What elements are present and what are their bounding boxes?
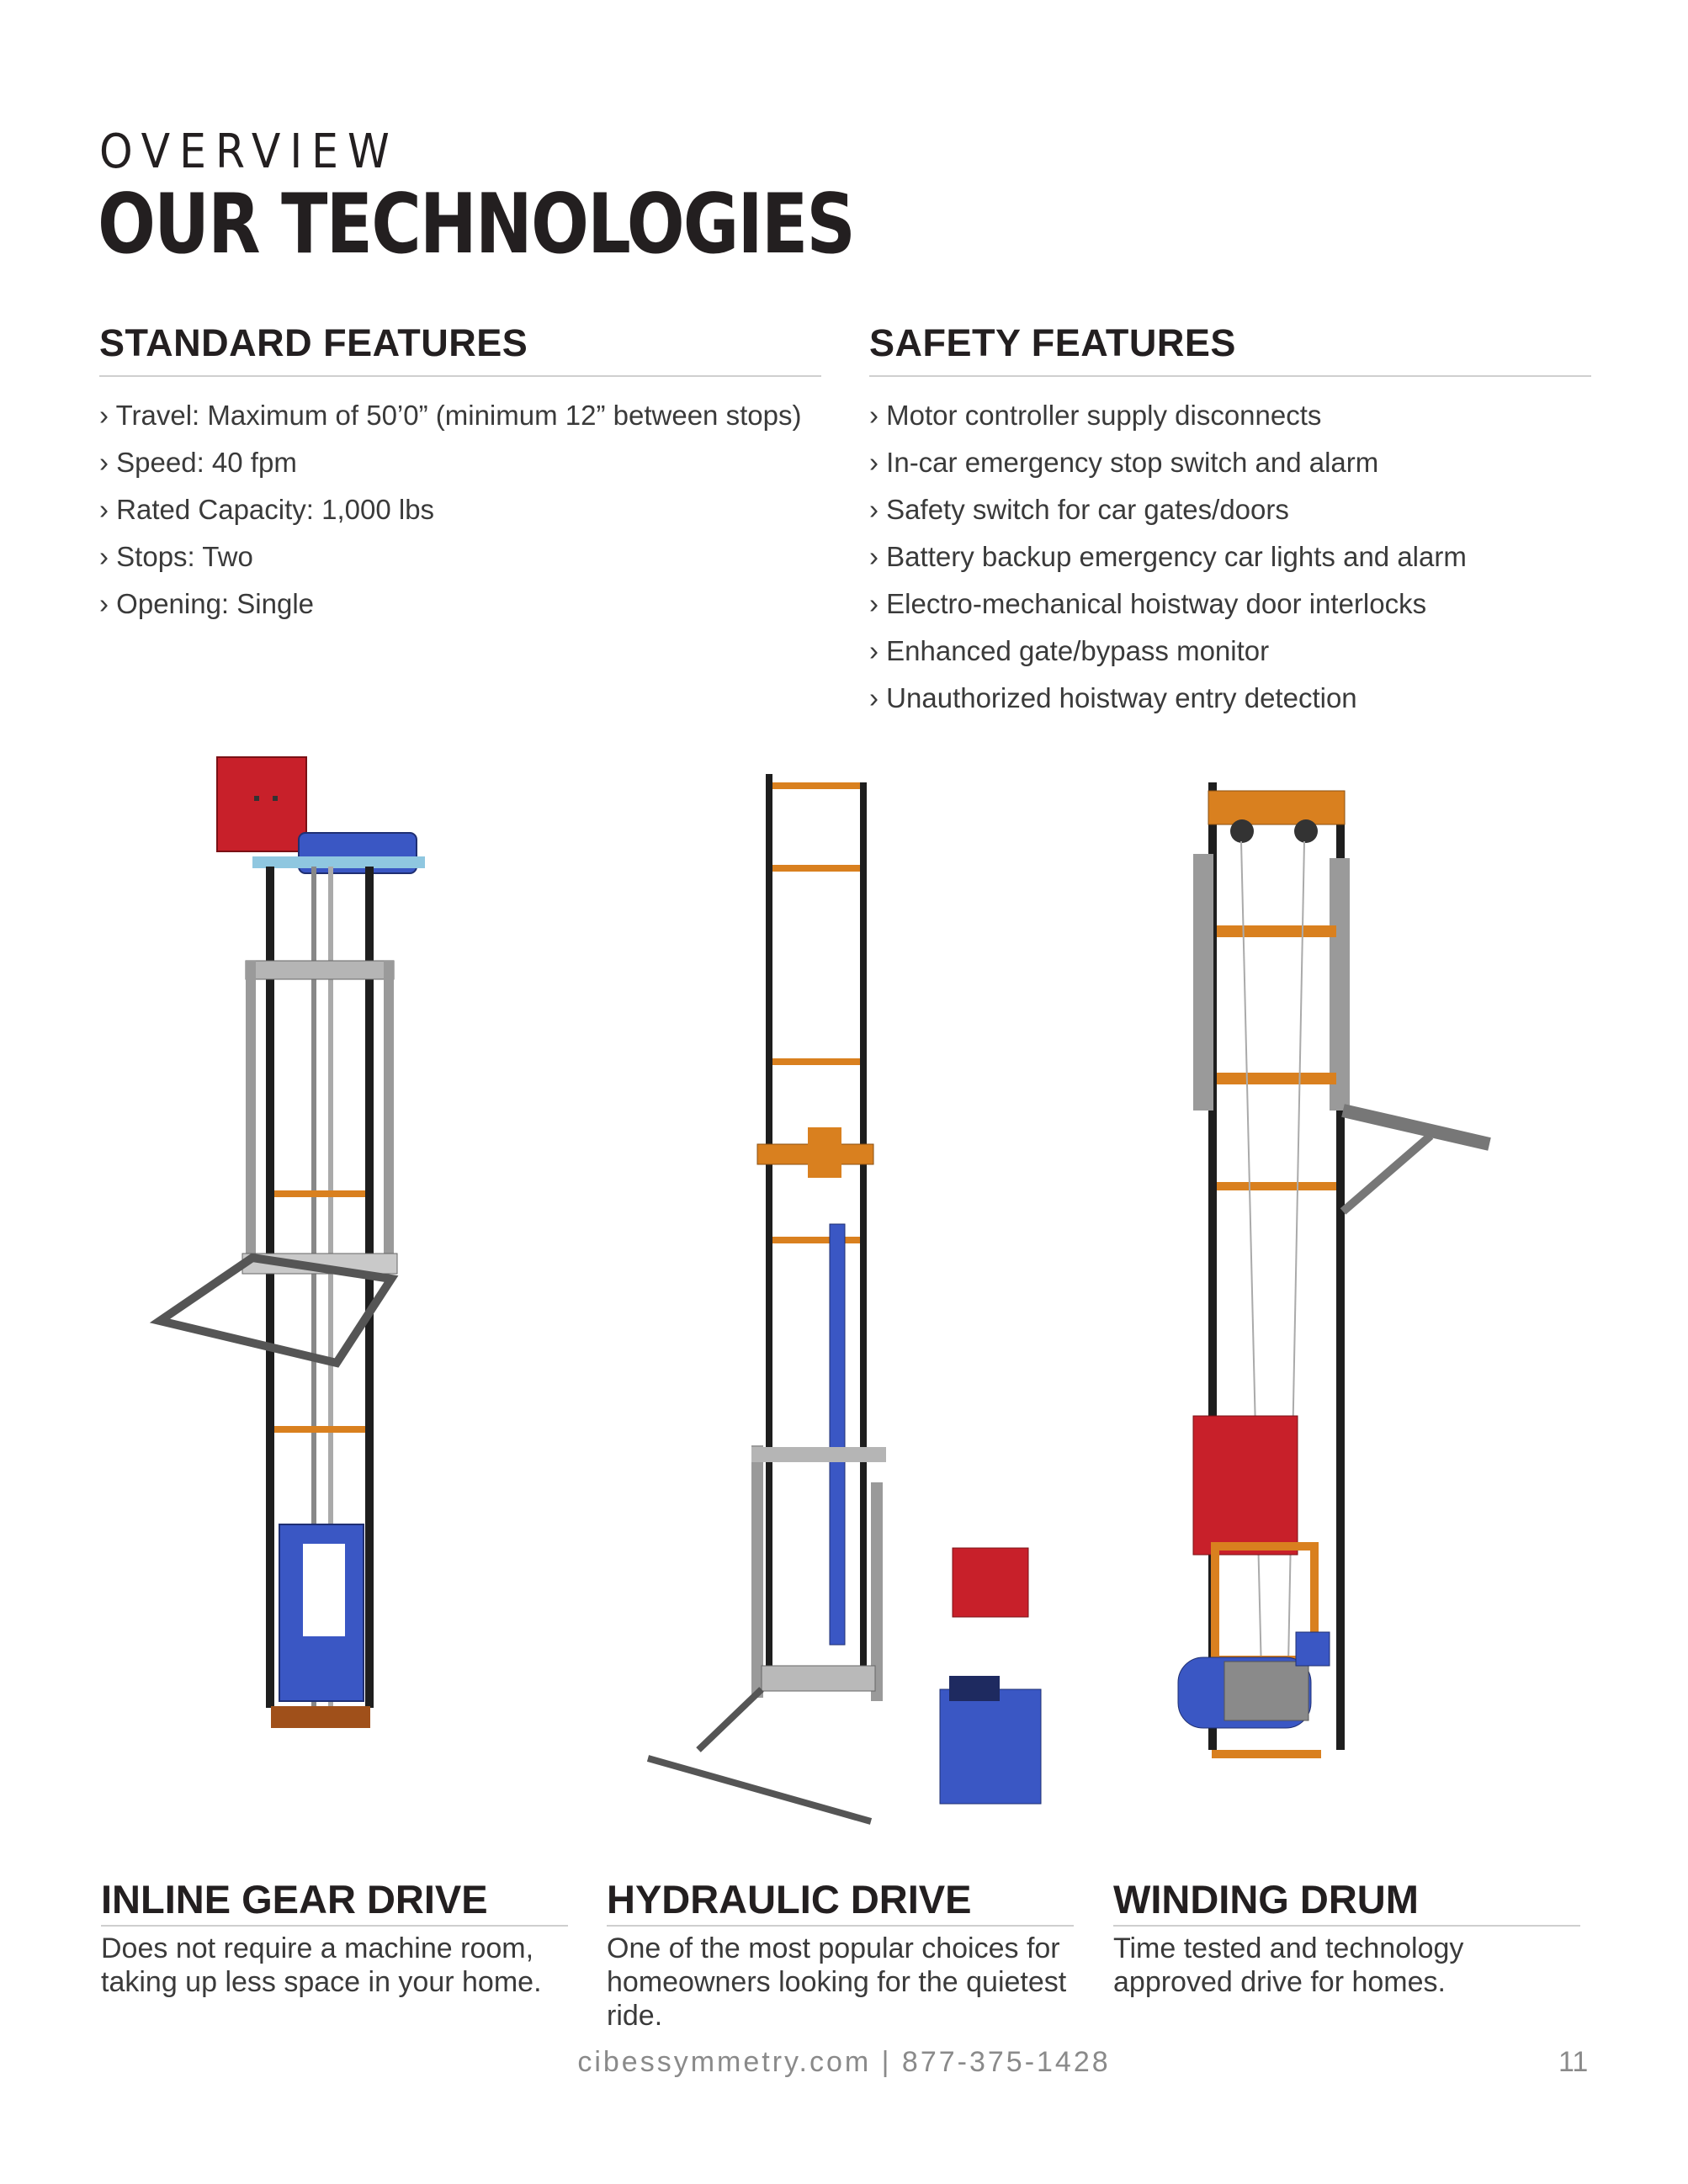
- safety-features-section: SAFETY FEATURES Motor controller supply …: [869, 321, 1591, 722]
- inline-gear-drive-illustration: [149, 756, 425, 1728]
- list-item: Rated Capacity: 1,000 lbs: [99, 486, 821, 533]
- hydraulic-drive-card: HYDRAULIC DRIVE One of the most popular …: [607, 1876, 1074, 2033]
- list-item: Unauthorized hoistway entry detection: [869, 675, 1591, 722]
- drive-title: INLINE GEAR DRIVE: [101, 1876, 568, 1927]
- drive-title: WINDING DRUM: [1113, 1876, 1580, 1927]
- list-item: In-car emergency stop switch and alarm: [869, 439, 1591, 486]
- page-title: OUR TECHNOLOGIES: [98, 177, 856, 273]
- list-item: Electro-mechanical hoistway door interlo…: [869, 580, 1591, 628]
- list-item: Enhanced gate/bypass monitor: [869, 628, 1591, 675]
- standard-features-section: STANDARD FEATURES Travel: Maximum of 50’…: [99, 321, 821, 628]
- section-kicker: OVERVIEW: [99, 125, 399, 179]
- winding-drum-illustration: [1177, 782, 1491, 1758]
- safety-features-list: Motor controller supply disconnects In-c…: [869, 392, 1591, 722]
- list-item: Stops: Two: [99, 533, 821, 580]
- hydraulic-drive-illustration: [646, 774, 1042, 1825]
- list-item: Speed: 40 fpm: [99, 439, 821, 486]
- safety-features-heading: SAFETY FEATURES: [869, 321, 1591, 377]
- drive-description: Does not require a machine room, taking …: [101, 1932, 542, 1998]
- winding-drum-card: WINDING DRUM Time tested and technology …: [1113, 1876, 1580, 1999]
- standard-features-heading: STANDARD FEATURES: [99, 321, 821, 377]
- elevator-drive-illustrations: [149, 756, 1491, 1825]
- inline-gear-drive-card: INLINE GEAR DRIVE Does not require a mac…: [101, 1876, 568, 1999]
- list-item: Travel: Maximum of 50’0” (minimum 12” be…: [99, 392, 821, 439]
- drive-title: HYDRAULIC DRIVE: [607, 1876, 1074, 1927]
- list-item: Motor controller supply disconnects: [869, 392, 1591, 439]
- drive-description: One of the most popular choices for home…: [607, 1932, 1067, 2032]
- footer-contact: cibessymmetry.com | 877-375-1428: [577, 2046, 1111, 2078]
- standard-features-list: Travel: Maximum of 50’0” (minimum 12” be…: [99, 392, 821, 628]
- list-item: Safety switch for car gates/doors: [869, 486, 1591, 533]
- drive-description: Time tested and technology approved driv…: [1113, 1932, 1464, 1998]
- list-item: Opening: Single: [99, 580, 821, 628]
- list-item: Battery backup emergency car lights and …: [869, 533, 1591, 580]
- page-number: 11: [1558, 2046, 1589, 2078]
